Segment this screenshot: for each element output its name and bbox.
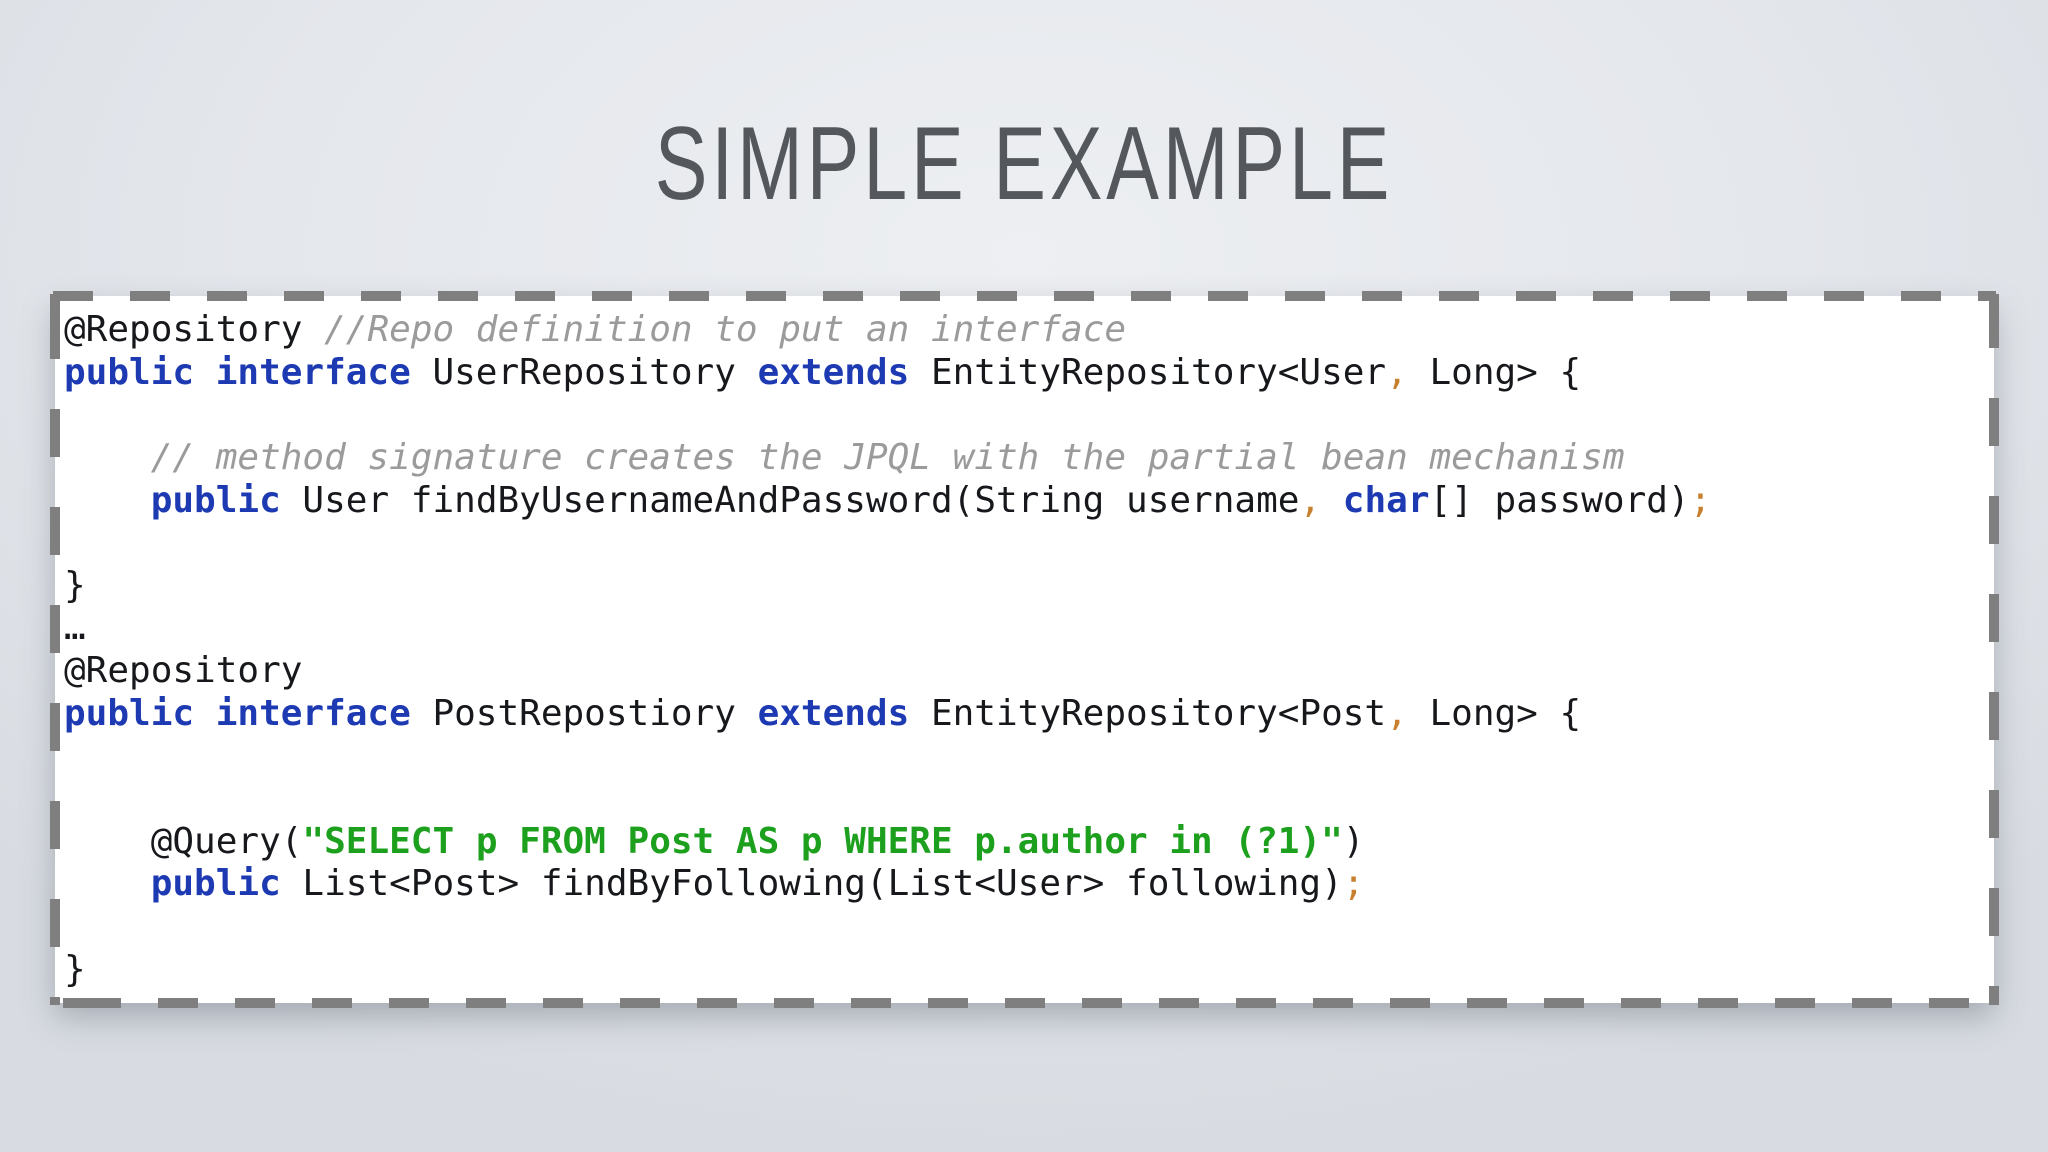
code-token: Long> { (1407, 351, 1582, 393)
code-line: @Repository (64, 650, 1982, 693)
code-token: @Repository (64, 650, 303, 692)
code-line: @Repository //Repo definition to put an … (64, 309, 1982, 352)
code-token: //Repo definition to put an interface (324, 309, 1127, 350)
code-token: Long> { (1407, 692, 1582, 734)
code-line (64, 735, 1982, 778)
code-line (64, 906, 1982, 949)
code-box: @Repository //Repo definition to put an … (50, 291, 1999, 1008)
code-token: List<Post> findByFollowing(List<User> fo… (280, 863, 1343, 905)
code-line: … (64, 607, 1982, 650)
code-token: , (1386, 692, 1408, 734)
code-token: @Query( (64, 820, 303, 862)
code-line: } (64, 565, 1982, 608)
slide-title: SIMPLE EXAMPLE (654, 106, 1394, 222)
code-token: public interface (64, 351, 411, 393)
code-token: } (64, 948, 86, 990)
code-line (64, 778, 1982, 821)
code-token: char (1342, 479, 1430, 521)
code-token: // method signature creates the JPQL wit… (150, 436, 1625, 478)
code-token (64, 437, 151, 478)
code-line (64, 522, 1982, 565)
code-token: PostRepostiory (410, 692, 758, 734)
code-lines: @Repository //Repo definition to put an … (55, 296, 1994, 1003)
code-token: UserRepository (410, 351, 758, 393)
code-token: ; (1689, 479, 1712, 521)
code-token: public interface (64, 692, 411, 734)
code-line: @Query("SELECT p FROM Post AS p WHERE p.… (64, 821, 1982, 864)
code-token: , (1299, 479, 1322, 521)
code-line: public User findByUsernameAndPassword(St… (64, 480, 1982, 523)
code-token: User findByUsernameAndPassword(String us… (280, 479, 1300, 521)
code-token: … (64, 607, 86, 649)
code-token: extends (757, 351, 910, 393)
code-token: @Repository (64, 309, 325, 350)
code-token: , (1386, 351, 1408, 393)
code-token (64, 480, 151, 521)
code-line: public interface UserRepository extends … (64, 352, 1982, 395)
code-line: public interface PostRepostiory extends … (64, 693, 1982, 736)
code-token: EntityRepository<User (909, 351, 1387, 393)
code-line: // method signature creates the JPQL wit… (64, 437, 1982, 480)
code-token: "SELECT p FROM Post AS p WHERE p.author … (302, 820, 1343, 862)
code-line (64, 394, 1982, 437)
code-token: public (150, 479, 281, 521)
code-token: extends (757, 692, 910, 734)
code-line: } (64, 949, 1982, 992)
code-line: public List<Post> findByFollowing(List<U… (64, 863, 1982, 906)
code-token: EntityRepository<Post (909, 692, 1387, 734)
code-token: [] password) (1429, 479, 1690, 521)
code-token: public (150, 863, 281, 905)
code-token: } (64, 564, 86, 606)
code-token (64, 863, 151, 904)
code-token (1321, 480, 1343, 521)
code-token: ) (1342, 820, 1365, 862)
code-token: ; (1342, 863, 1365, 905)
